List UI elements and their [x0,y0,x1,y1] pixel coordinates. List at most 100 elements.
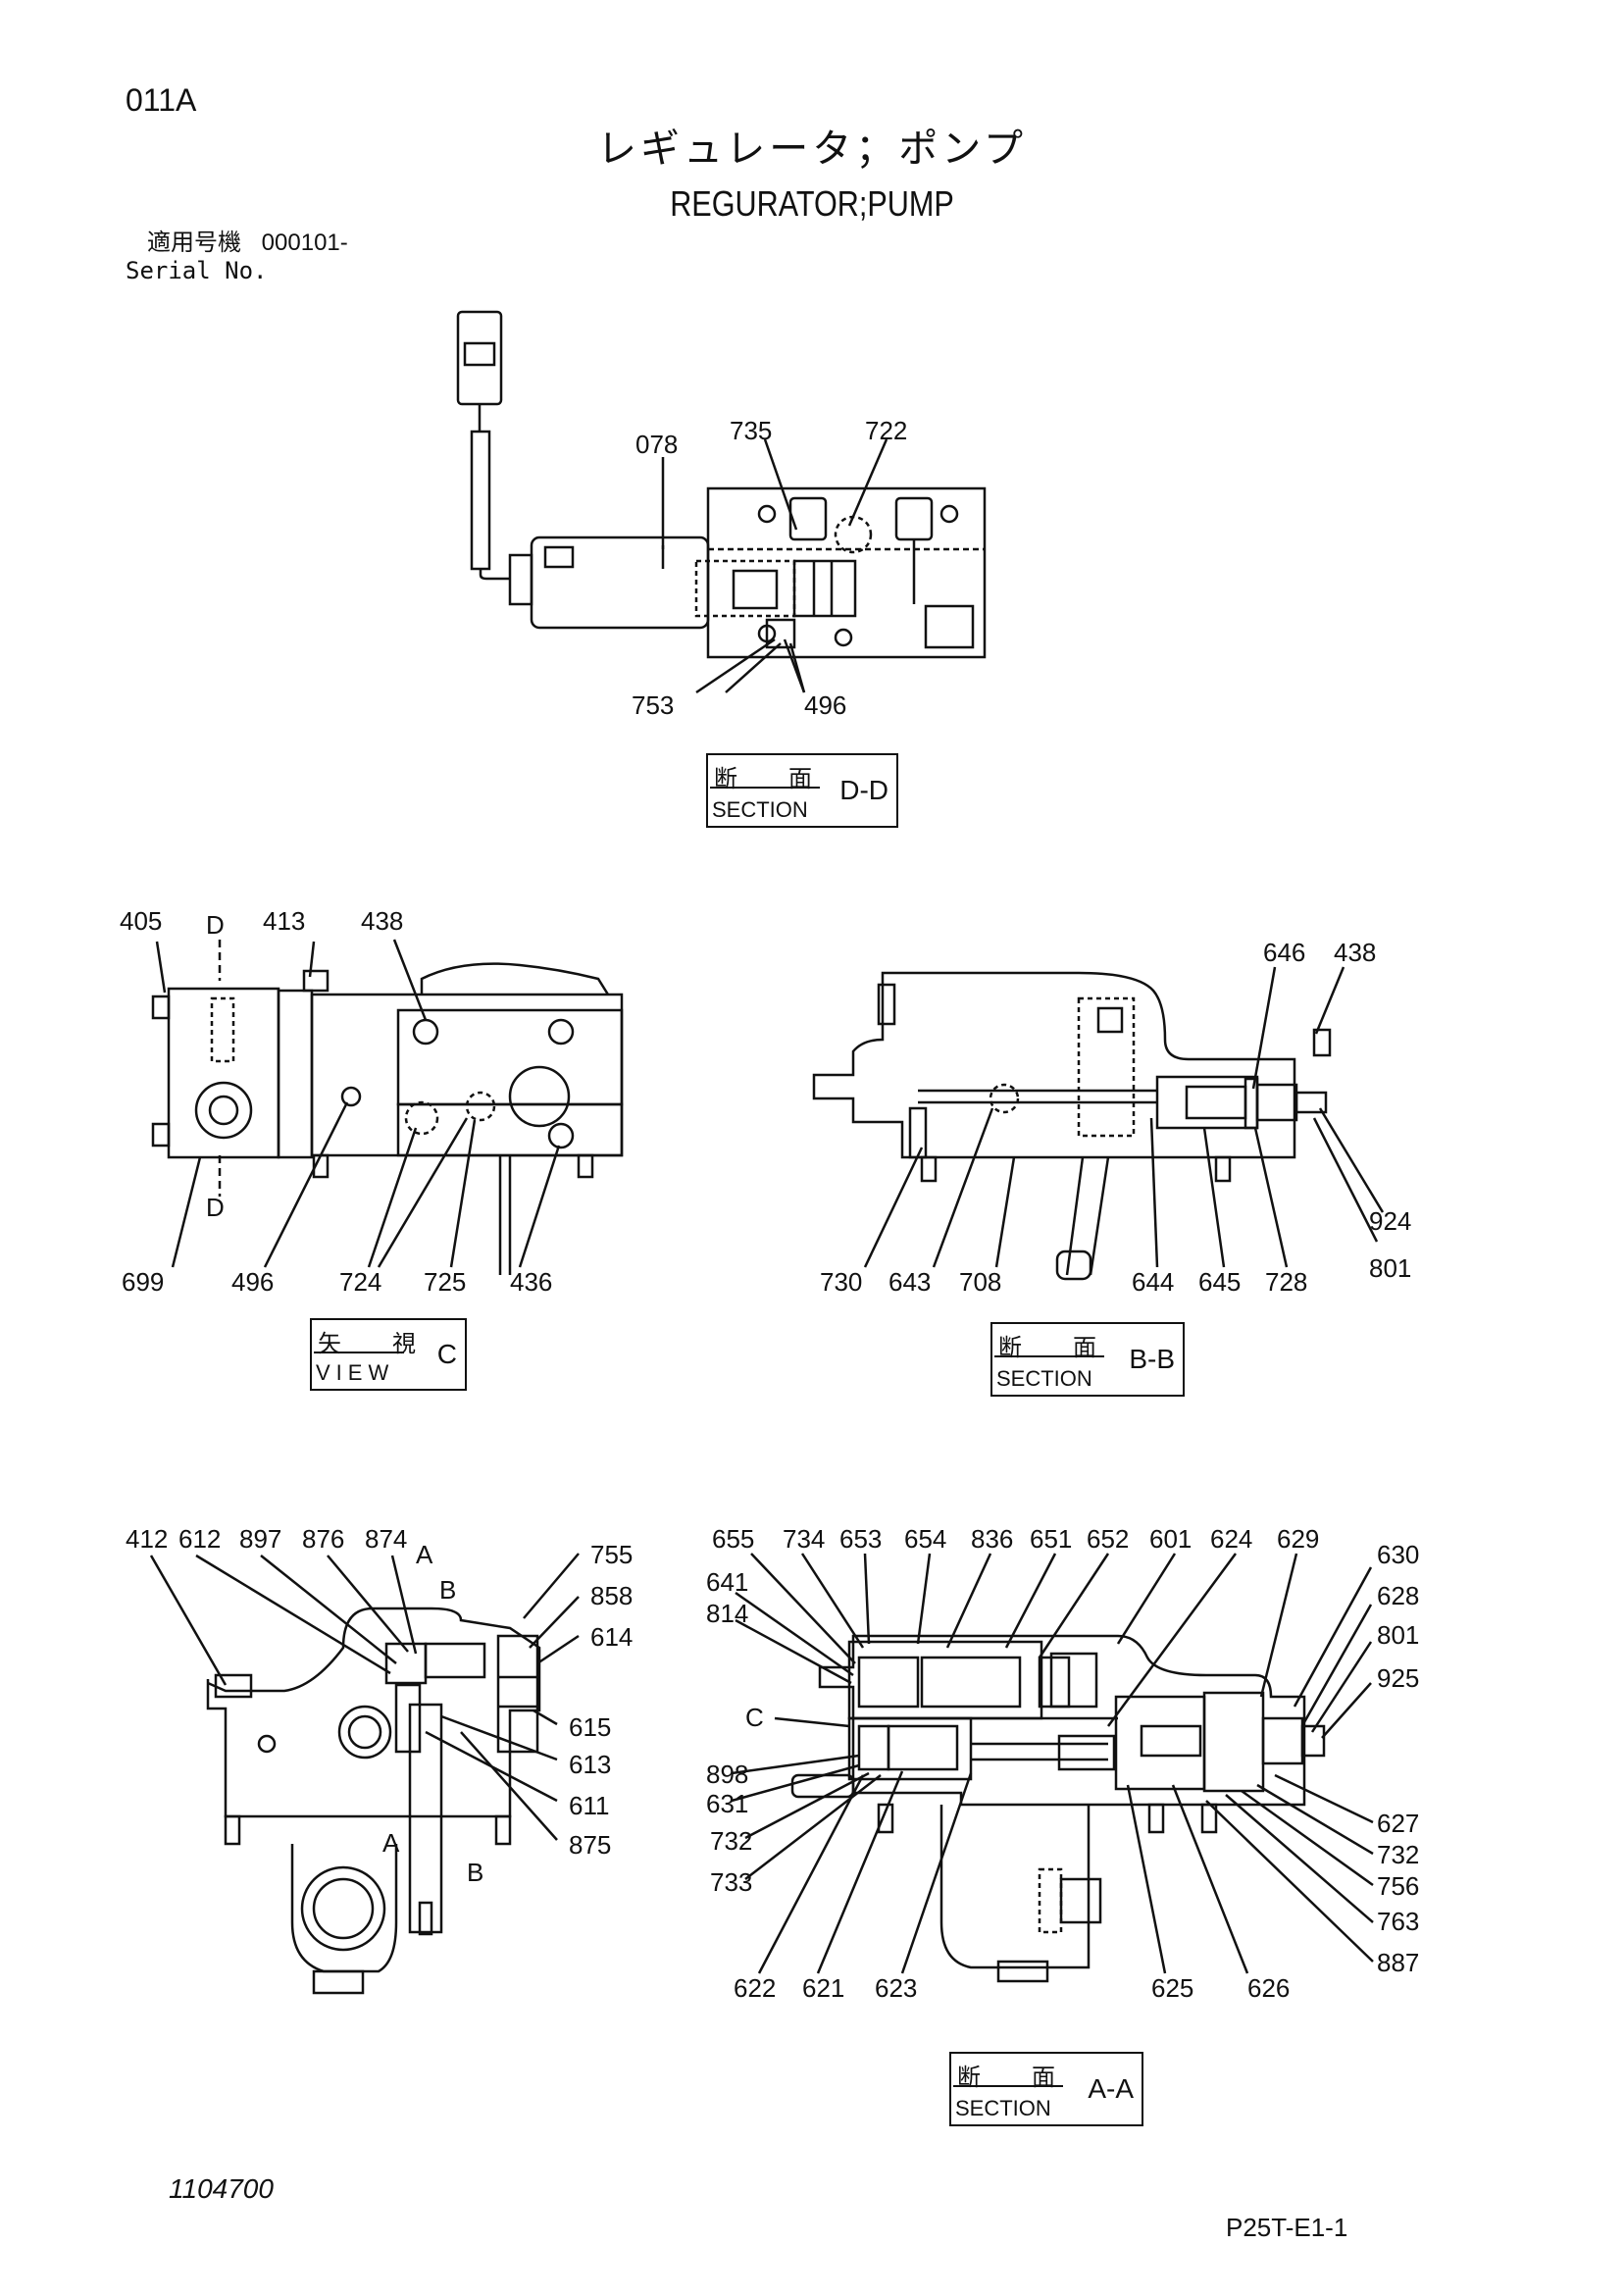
serial-label-en: Serial No. [126,257,268,284]
part-label: 875 [569,1830,611,1860]
part-label: 622 [734,1973,776,2003]
part-label: 651 [1030,1524,1072,1554]
section-left-drawing [149,1553,580,1995]
part-label: 646 [1263,938,1305,967]
part-label: 641 [706,1567,748,1597]
part-label: 629 [1277,1524,1319,1554]
part-label: 496 [231,1267,274,1297]
page-code: P25T-E1-1 [1226,2213,1348,2242]
label-en: SECTION [996,1366,1092,1391]
title-english: REGURATOR;PUMP [670,183,954,224]
part-label: 898 [706,1760,748,1789]
part-label: 078 [635,430,678,459]
label-section-id: D-D [839,775,888,805]
section-bb-drawing [812,966,1385,1281]
part-label: 801 [1377,1620,1419,1650]
part-label: 724 [339,1267,381,1297]
part-label: 699 [122,1267,164,1297]
part-label: 614 [590,1622,633,1652]
part-label: 725 [424,1267,466,1297]
label-section-id: B-B [1129,1344,1175,1374]
label-section-dd: 断 面 SECTION D-D [706,753,898,828]
label-section-bb: 断 面 SECTION B-B [990,1322,1185,1397]
part-label: 730 [820,1267,862,1297]
label-rule [710,787,820,789]
part-label: 925 [1377,1663,1419,1693]
part-label: 753 [632,690,674,720]
part-label: D [206,910,225,940]
part-label: 755 [590,1540,633,1569]
part-label: 734 [783,1524,825,1554]
part-label: 876 [302,1524,344,1554]
part-label: 611 [569,1791,609,1820]
part-label: 732 [710,1826,752,1856]
label-view-c: 矢 視 VIEW C [310,1318,467,1391]
part-label: 412 [126,1524,168,1554]
part-label: 801 [1369,1253,1411,1283]
label-en: SECTION [712,797,808,822]
part-label: 897 [239,1524,281,1554]
part-label: 763 [1377,1907,1419,1936]
serial-value: 000101- [261,230,348,256]
part-label: 836 [971,1524,1013,1554]
part-label: 631 [706,1789,748,1818]
section-dd-drawing [456,310,987,694]
part-label: 624 [1210,1524,1252,1554]
part-label: 438 [1334,938,1376,967]
label-section-aa: 断 面 SECTION A-A [949,2052,1143,2126]
part-label: 601 [1149,1524,1192,1554]
part-label: 735 [730,416,772,445]
part-label: 436 [510,1267,552,1297]
serial-label-jp: 適用号機 000101- [147,231,348,255]
part-label: A [416,1540,433,1569]
serial-label-jp-text: 適用号機 [147,230,241,256]
part-label: 655 [712,1524,754,1554]
part-label: 654 [904,1524,946,1554]
part-label: 621 [802,1973,844,2003]
part-label: D [206,1193,225,1222]
part-label: 626 [1247,1973,1290,2003]
part-label: 496 [804,690,846,720]
label-rule [953,2085,1063,2087]
part-label: 653 [839,1524,882,1554]
drawing-number: 1104700 [169,2173,274,2204]
part-label: 438 [361,906,403,936]
view-c-drawing [151,939,624,1275]
part-label: 627 [1377,1809,1419,1838]
section-aa-drawing [731,1553,1374,1983]
part-label: 643 [888,1267,931,1297]
part-label: 644 [1132,1267,1174,1297]
label-rule [994,1355,1104,1357]
drawing-code: 011A [126,82,197,118]
part-label: 708 [959,1267,1001,1297]
part-label: 733 [710,1867,752,1897]
part-label: B [467,1858,483,1887]
part-label: 405 [120,906,162,936]
part-label: 413 [263,906,305,936]
part-label: 732 [1377,1840,1419,1869]
label-en: VIEW [316,1360,395,1385]
label-section-id: A-A [1088,2073,1134,2104]
part-label: 728 [1265,1267,1307,1297]
part-label: 722 [865,416,907,445]
part-label: 874 [365,1524,407,1554]
part-label: 858 [590,1581,633,1610]
part-label: 814 [706,1599,748,1628]
part-label: C [745,1703,764,1732]
part-label: 612 [178,1524,221,1554]
part-label: 615 [569,1712,611,1742]
part-label: A [382,1828,400,1858]
part-label: 887 [1377,1948,1419,1977]
label-en: SECTION [955,2096,1051,2120]
part-label: 652 [1087,1524,1129,1554]
part-label: 623 [875,1973,917,2003]
part-label: 645 [1198,1267,1241,1297]
part-label: B [439,1575,456,1605]
part-label: 628 [1377,1581,1419,1610]
label-rule [314,1352,404,1353]
title-japanese: レギュレータ；ポンプ [597,127,1027,172]
part-label: 630 [1377,1540,1419,1569]
part-label: 756 [1377,1871,1419,1901]
part-label: 924 [1369,1206,1411,1236]
